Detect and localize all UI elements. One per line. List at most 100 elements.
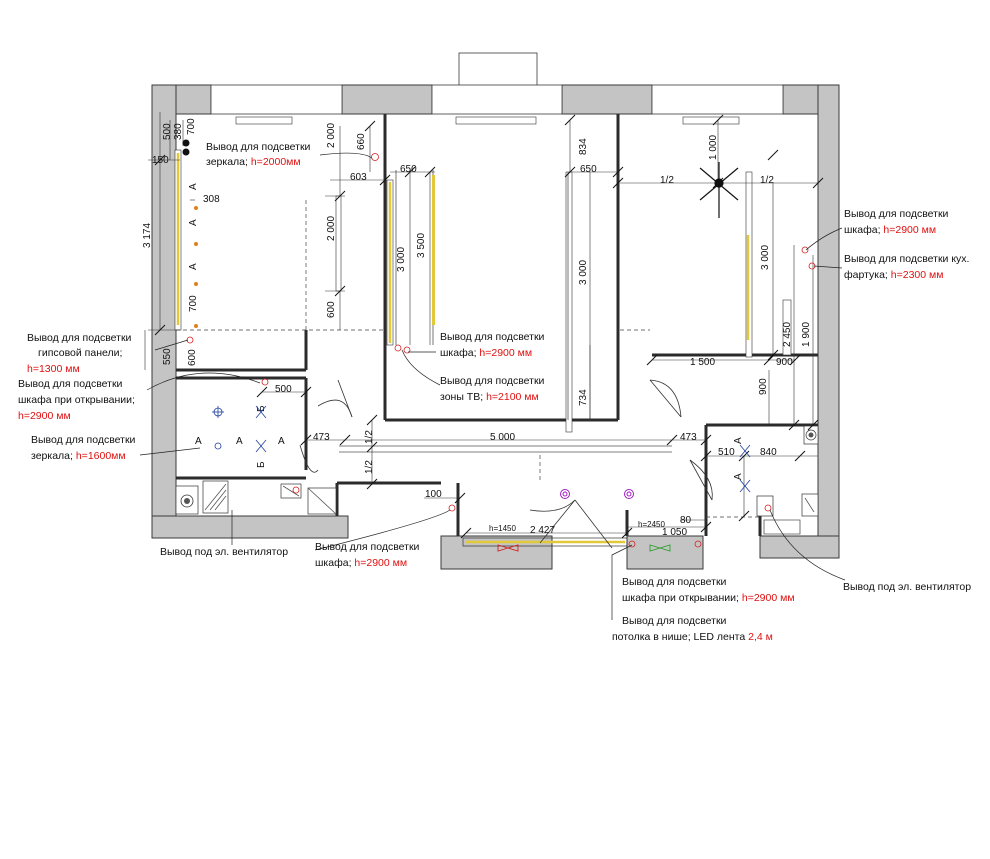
dim-500: 500 [162,123,173,140]
recessed-light-icon [560,489,634,499]
annotation-wardrobe-hall: Вывод для подсветки шкафа; h=2900 мм [315,541,420,569]
dim-half-left: 1/2 [660,175,674,186]
dim-80: 80 [680,515,692,526]
dim-603: 603 [350,172,367,183]
wall-top-3 [561,84,653,115]
wall-left [151,84,177,539]
dim-700: 700 [188,295,199,312]
annotation-tv-zone: Вывод для подсветки зоны ТВ; h=2100 мм [440,375,545,403]
svg-text:Вывод для подсветки кух.: Вывод для подсветки кух. [844,253,969,265]
dim-5000: 5 000 [490,432,515,443]
svg-text:шкафа; h=2900 мм: шкафа; h=2900 мм [315,557,407,569]
dim-734: 734 [578,389,589,406]
dim-150: 150 [152,155,169,166]
annotation-wardrobe-open-right: Вывод для подсветки шкафа при открывании… [622,576,795,604]
svg-text:Вывод для подсветки: Вывод для подсветки [440,331,545,343]
svg-text:Вывод для подсветки: Вывод для подсветки [31,434,136,446]
dim-600-left: 600 [187,349,198,366]
dim-1500: 1 500 [690,357,715,368]
window-1 [210,84,343,115]
circuit-a-marker: A [236,436,243,447]
annotation-mirror-bath: Вывод для подсветки зеркала; h=1600мм [31,434,136,462]
outlet-box-icon [649,544,671,552]
dim-700-top: 700 [186,118,197,135]
svg-text:Вывод для подсветки: Вывод для подсветки [27,332,132,344]
svg-text:Вывод для подсветки: Вывод для подсветки [440,375,545,387]
circuit-a-marker: A [188,263,199,270]
leader-lines [139,152,846,620]
svg-text:Вывод для подсветки: Вывод для подсветки [622,576,727,588]
dim-2000: 2 000 [326,216,337,241]
svg-text:h=2900 мм: h=2900 мм [18,410,71,422]
dashed-lines [176,200,760,518]
spot-light-icon [255,405,751,493]
svg-text:h=1300 мм: h=1300 мм [27,363,80,375]
svg-text:Вывод для подсветки: Вывод для подсветки [315,541,420,553]
annotation-wardrobe-open-left: Вывод для подсветки шкафа при открывании… [18,378,135,422]
dim-3000-c: 3 000 [760,245,771,270]
socket-icon [182,139,190,147]
svg-text:Вывод под эл. вентилятор: Вывод под эл. вентилятор [160,546,288,558]
outlet-box-icon [497,544,519,552]
dim-3174: 3 174 [142,223,153,248]
annotation-fan-left: Вывод под эл. вентилятор [160,546,288,558]
annotation-kitchen-apron: Вывод для подсветки кух. фартука; h=2300… [844,253,969,281]
svg-text:фартука; h=2300 мм: фартука; h=2300 мм [844,269,943,281]
svg-text:шкафа; h=2900 мм: шкафа; h=2900 мм [440,347,532,359]
dim-1050: 1 050 [662,527,687,538]
dim-3000-a: 3 000 [396,247,407,272]
svg-text:потолка в нише; LED лента 2,4: потолка в нише; LED лента 2,4 м [612,631,773,643]
svg-text:Вывод для подсветки: Вывод для подсветки [206,141,311,153]
circuit-b-marker: Б [256,405,267,412]
doors [299,379,713,549]
annotation-gypsum-panel: Вывод для подсветки гипсовой панели; h=1… [27,332,132,375]
dim-380: 380 [173,123,184,140]
outer-walls [151,52,840,570]
circuit-a-marker: A [188,183,199,190]
dimension-lines [144,112,818,534]
electrical-points [182,139,816,552]
dim-308: 308 [203,194,220,205]
ventilation-shaft [458,52,538,87]
svg-text:Вывод для подсветки: Вывод для подсветки [622,615,727,627]
dim-600: 600 [326,301,337,318]
svg-text:зеркала; h=2000мм: зеркала; h=2000мм [206,156,301,168]
fixtures [175,425,819,535]
dim-2000-top: 2 000 [326,123,337,148]
annotation-mirror-top: Вывод для подсветки зеркала; h=2000мм [206,141,311,168]
circuit-a-marker: A [278,436,285,447]
dim-840: 840 [760,447,777,458]
wall-top-2 [341,84,433,115]
dim-h2450: h=2450 [638,520,665,529]
circuit-markers: A A A A A A Б Б A A [188,183,744,480]
dim-660: 660 [356,133,367,150]
circuit-b-marker: Б [256,461,267,468]
svg-text:гипсовой панели;: гипсовой панели; [38,347,122,359]
circuit-a-marker: A [733,437,744,444]
dim-2427: 2 427 [530,525,555,536]
dim-500-bath: 500 [275,384,292,395]
dim-half-hall: 1/2 [364,460,375,474]
dim-550: 550 [162,348,173,365]
circuit-a-marker: A [733,473,744,480]
dim-h1450: h=1450 [489,524,516,533]
svg-text:Вывод под эл. вентилятор: Вывод под эл. вентилятор [843,581,971,593]
dim-half-right: 1/2 [760,175,774,186]
circuit-a-marker: A [188,219,199,226]
window-3 [651,84,784,115]
circuit-a-marker: A [195,436,202,447]
dim-900-h: 900 [776,357,793,368]
dim-510: 510 [718,447,735,458]
chandelier-icon [699,162,739,218]
wall-right [817,84,840,559]
svg-text:зоны ТВ; h=2100 мм: зоны ТВ; h=2100 мм [440,391,539,403]
dim-900-v: 900 [758,378,769,395]
dimension-texts: 500 380 700 150 3 174 308 700 550 600 2 … [142,118,812,538]
wall-bottom-4 [759,535,840,559]
radiators [235,116,740,125]
socket-icon [182,148,190,156]
annotation-wardrobe-mid: Вывод для подсветки шкафа; h=2900 мм [440,331,545,359]
interior-walls [176,114,818,536]
window-2 [431,84,563,115]
